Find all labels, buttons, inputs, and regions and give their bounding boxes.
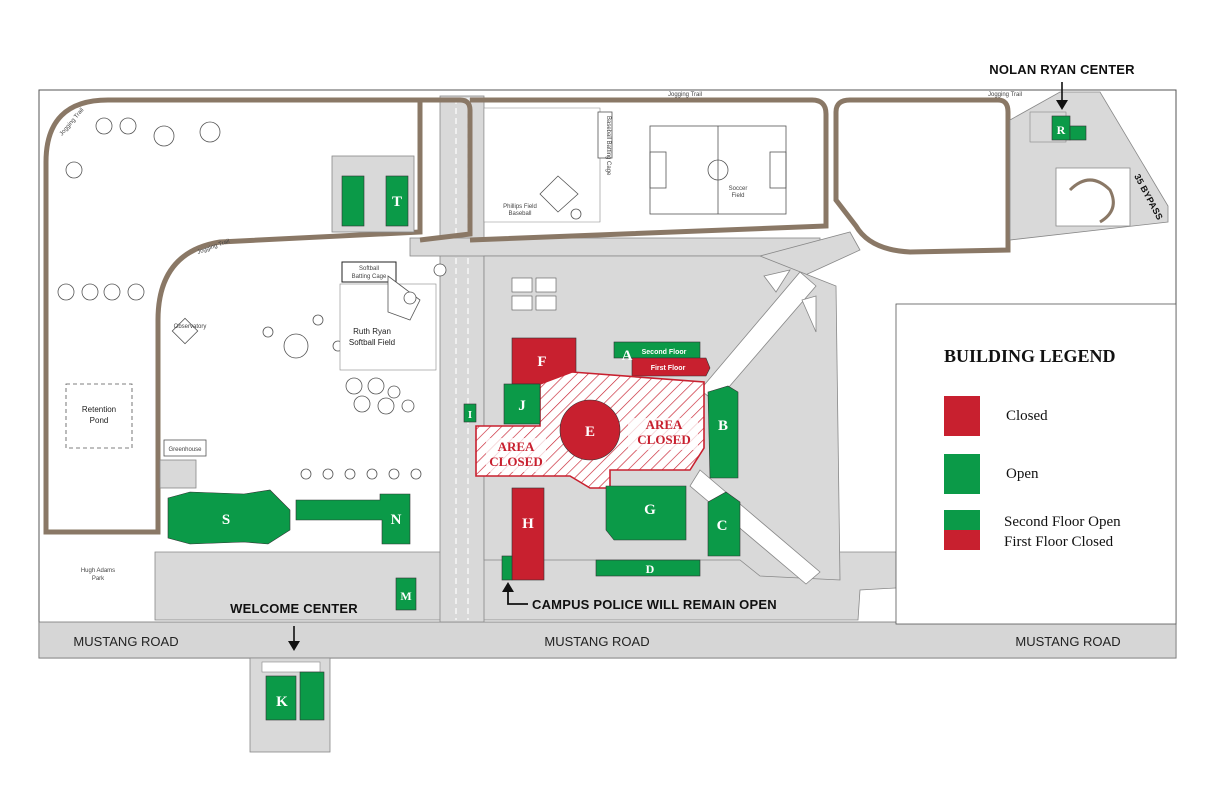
- building-t-letter: T: [392, 194, 402, 210]
- building-m[interactable]: [395, 577, 417, 611]
- building-j[interactable]: [503, 383, 541, 425]
- area-closed-left-label: AREA: [498, 439, 535, 454]
- mustang-road-label-left: MUSTANG ROAD: [73, 634, 178, 649]
- softball-cage-label: Batting Cage: [352, 274, 387, 280]
- area-closed-right-label: CLOSED: [637, 432, 690, 447]
- legend-first-floor-swatch: [944, 530, 980, 550]
- legend-open-swatch: [944, 454, 980, 494]
- phillips-field-label: Phillips Field: [503, 204, 537, 210]
- building-n-letter: N: [391, 512, 402, 528]
- second-floor-label: Second Floor: [642, 349, 687, 356]
- legend-closed-label: Closed: [1006, 408, 1048, 424]
- jogging-trail-fields: [469, 97, 829, 243]
- jogging-trail-label: Jogging Trail: [668, 92, 702, 98]
- greenhouse-building: [163, 439, 207, 457]
- observatory-label: Observatory: [174, 324, 207, 330]
- welcome-center-label: WELCOME CENTER: [230, 601, 358, 616]
- building-k-letter: K: [276, 694, 288, 710]
- batting-cage-label: Baseball Batting Cage: [605, 116, 611, 176]
- building-j-letter: J: [518, 398, 526, 414]
- building-c-letter: C: [717, 518, 728, 534]
- phillips-field-label: Baseball: [508, 211, 531, 217]
- building-t[interactable]: [385, 175, 409, 227]
- observatory-building: [171, 317, 199, 345]
- hugh-adams-park-label: Park: [92, 576, 105, 582]
- building-b-letter: B: [718, 418, 728, 434]
- baseball-batting-cage: [597, 111, 613, 159]
- greenhouse-label: Greenhouse: [168, 447, 202, 453]
- building-n[interactable]: [295, 493, 411, 545]
- building-a-first-floor[interactable]: [631, 357, 711, 377]
- building-m-letter: M: [400, 589, 411, 603]
- building-e-letter: E: [585, 424, 595, 440]
- building-t-west: [341, 175, 365, 227]
- building-r-letter: R: [1057, 123, 1066, 137]
- jogging-trail-right-loop: [833, 97, 1011, 255]
- area-closed-left-label: CLOSED: [489, 454, 542, 469]
- legend-first-floor-label: First Floor Closed: [1004, 534, 1114, 550]
- ruth-ryan-label: Ruth Ryan: [353, 327, 391, 336]
- retention-pond-label: Pond: [90, 416, 109, 425]
- building-s-letter: S: [222, 512, 230, 528]
- central-avenue: [439, 95, 485, 623]
- mustang-road-label-right: MUSTANG ROAD: [1015, 634, 1120, 649]
- legend-closed-swatch: [944, 396, 980, 436]
- campus-police-office[interactable]: [501, 555, 513, 581]
- area-closed-right-label: AREA: [646, 417, 683, 432]
- building-g-letter: G: [644, 502, 656, 518]
- building-d[interactable]: [595, 559, 701, 577]
- retention-pond-label: Retention: [82, 405, 116, 414]
- building-h-letter: H: [522, 516, 534, 532]
- campus-police-arrow-icon: [502, 582, 528, 605]
- building-i[interactable]: [463, 403, 477, 423]
- building-b[interactable]: [707, 385, 739, 479]
- legend-panel: [895, 303, 1177, 625]
- softball-cage-label: Softball: [359, 266, 379, 272]
- legend-title: BUILDING LEGEND: [944, 346, 1116, 366]
- hugh-adams-park-label: Hugh Adams: [81, 568, 115, 574]
- nolan-ryan-center-label: NOLAN RYAN CENTER: [989, 62, 1135, 77]
- building-d-letter: D: [646, 562, 655, 576]
- legend-open-label: Open: [1006, 466, 1039, 482]
- building-c[interactable]: [707, 491, 741, 557]
- building-g[interactable]: [605, 485, 687, 541]
- building-a-letter: A: [622, 348, 633, 364]
- building-s[interactable]: [167, 489, 291, 545]
- nolan-ryan-arrow-icon: [1056, 82, 1068, 110]
- mustang-road-label-center: MUSTANG ROAD: [544, 634, 649, 649]
- trees: [57, 117, 447, 480]
- building-k[interactable]: [265, 675, 297, 721]
- jogging-trail-label: Jogging Trail: [988, 92, 1022, 98]
- soccer-field-label: Soccer: [729, 186, 748, 192]
- building-i-letter: I: [468, 409, 472, 421]
- jogging-trail-left-loop: [43, 97, 423, 535]
- campus-police-label: CAMPUS POLICE WILL REMAIN OPEN: [532, 597, 777, 612]
- soccer-field-label: Field: [731, 193, 744, 199]
- ruth-ryan-label: Softball Field: [349, 338, 395, 347]
- parking-grid: [511, 277, 557, 311]
- legend-second-floor-swatch: [944, 510, 980, 530]
- building-e[interactable]: [559, 399, 621, 461]
- building-h[interactable]: [511, 487, 545, 581]
- first-floor-label: First Floor: [651, 365, 686, 372]
- legend-second-floor-label: Second Floor Open: [1004, 514, 1121, 530]
- building-f-letter: F: [537, 354, 546, 370]
- mustang-road: [38, 621, 1177, 659]
- softball-batting-cage: [341, 261, 397, 283]
- jogging-trail-upper: [419, 97, 473, 243]
- welcome-center-arrow-icon: [288, 626, 300, 651]
- phillips-field: [483, 107, 601, 223]
- retention-pond: [65, 383, 133, 449]
